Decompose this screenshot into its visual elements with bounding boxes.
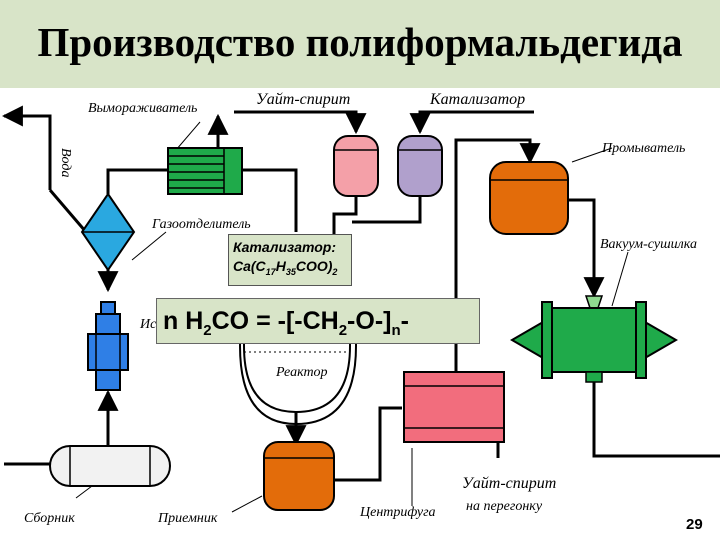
title-bar [0,0,720,88]
catalyst-vessel [397,135,443,197]
catalyst-box-formula: Ca(C17H35COO)2 [233,258,338,277]
page-title: Производство полиформальдегида [37,19,683,65]
washer-vessel [489,161,569,235]
label-washer: Промыватель [601,141,685,156]
label-white-spirit-out-1: Уайт-спирит [462,475,556,492]
label-white-spirit-in: Уайт-спирит [256,91,350,108]
pipe-water-out [1,105,52,190]
receiver-vessel [263,441,335,511]
pipe-white-spirit-in [234,110,367,135]
pipe-dryer-out [592,382,720,458]
leader-lines [75,121,629,513]
pipe-separator-water [48,189,88,233]
pipe-centrifuge-washer [454,138,541,372]
reaction-equation-box: n H2CO = -[-CH2-O-]n- [156,298,480,344]
label-receiver: Приемник [157,511,218,526]
white-spirit-vessel [333,135,379,197]
catalyst-box-title: Катализатор: [233,239,337,255]
label-vacuum-dryer: Вакуум-сушилка [600,237,697,252]
label-freezer: Вымораживатель [88,101,197,116]
pipe-ws-reactor [332,196,358,236]
pipe-receiver-centrifuge [334,406,402,482]
labels: Вода Вымораживатель Уайт-спирит Катализа… [24,91,697,526]
pipe-freezer-reactor [242,168,298,232]
freezer-unit [167,147,243,195]
label-evaporator: Ис [139,317,157,332]
pipe-washer-dryer [568,198,605,299]
evaporator [87,301,129,391]
label-white-spirit-out-2: на перегонку [466,499,543,514]
label-centrifuge: Центрифуга [359,505,436,520]
page-number: 29 [686,516,703,533]
collector-tank [49,445,171,487]
catalyst-formula-box: Катализатор: Ca(C17H35COO)2 [228,234,352,286]
pipe-catalyst-in [409,110,534,135]
vacuum-dryer [510,295,678,383]
pipe-catalyst-reactor [352,196,422,224]
label-reactor: Реактор [275,365,328,380]
label-gas-separator: Газоотделитель [151,217,251,232]
centrifuge [403,371,505,443]
gas-separator [80,192,136,272]
label-catalyst-in: Катализатор [429,91,525,108]
label-water: Вода [58,148,73,177]
label-collector: Сборник [24,511,75,526]
pipe-separator-freezer [106,168,168,194]
